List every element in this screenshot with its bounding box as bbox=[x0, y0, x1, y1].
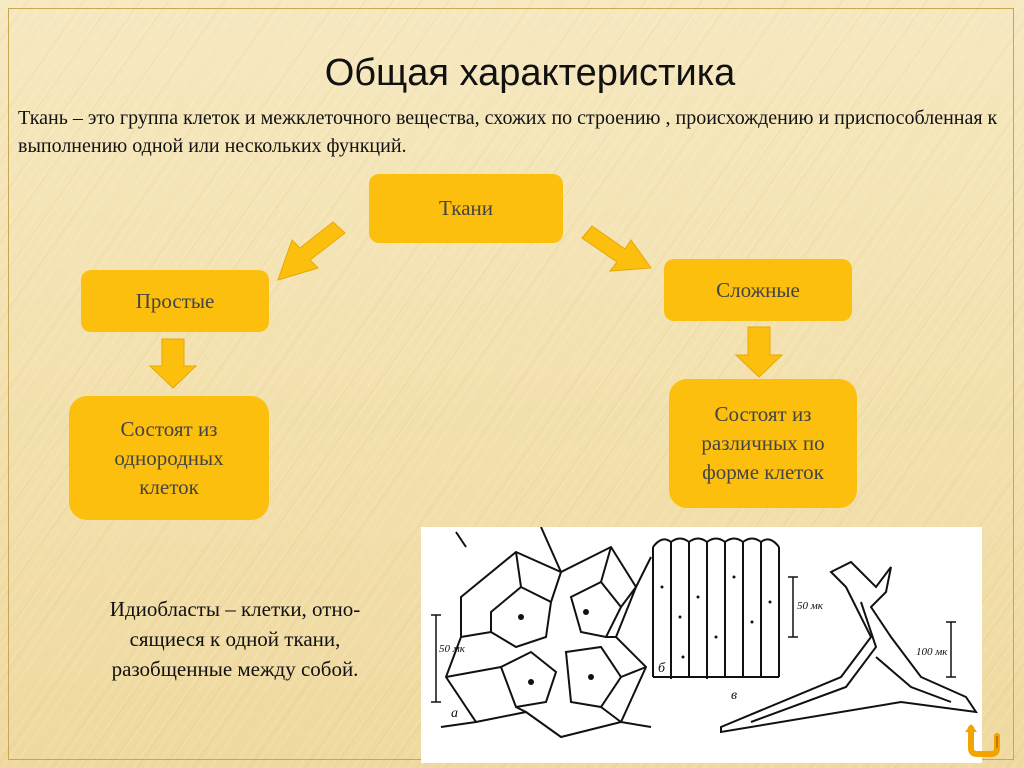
arrow-to-simple bbox=[277, 221, 346, 281]
micrograph-drawing: 50 мк 50 мк 100 мк а б в bbox=[431, 527, 979, 739]
slide-title: Общая характеристика bbox=[324, 52, 736, 94]
micrograph-illustration: 50 мк 50 мк 100 мк а б в bbox=[421, 527, 982, 763]
node-simple-detail-text: Состоят из однородных клеток bbox=[114, 416, 224, 499]
arrow-to-complex bbox=[581, 225, 652, 272]
node-simple: Простые bbox=[81, 270, 269, 332]
definition-text: Ткань – это группа клеток и межклеточног… bbox=[18, 107, 998, 157]
scale-label-a: 50 мк bbox=[439, 643, 466, 655]
node-tissues-label: Ткани bbox=[439, 196, 493, 220]
scale-label-c: 100 мк bbox=[916, 646, 948, 658]
arrow-down-simple bbox=[148, 338, 198, 389]
panel-label-b: б bbox=[658, 661, 666, 676]
node-complex: Сложные bbox=[664, 259, 852, 321]
node-simple-label: Простые bbox=[135, 288, 215, 313]
idioblasts-note: Идиобласты – клетки, отно- сящиеся к одн… bbox=[109, 597, 361, 681]
node-complex-detail-text: Состоят из различных по форме клеток bbox=[701, 402, 825, 484]
node-simple-detail: Состоят из однородных клеток bbox=[69, 396, 269, 520]
panel-label-c: в bbox=[731, 688, 737, 703]
return-arrow-icon[interactable] bbox=[963, 722, 1003, 758]
scale-label-b: 50 мк bbox=[797, 600, 824, 612]
node-complex-label: Сложные bbox=[716, 277, 800, 302]
node-complex-detail: Состоят из различных по форме клеток bbox=[669, 379, 857, 508]
node-tissues: Ткани bbox=[369, 174, 563, 243]
panel-label-a: а bbox=[451, 706, 458, 721]
arrow-down-complex bbox=[734, 326, 784, 378]
